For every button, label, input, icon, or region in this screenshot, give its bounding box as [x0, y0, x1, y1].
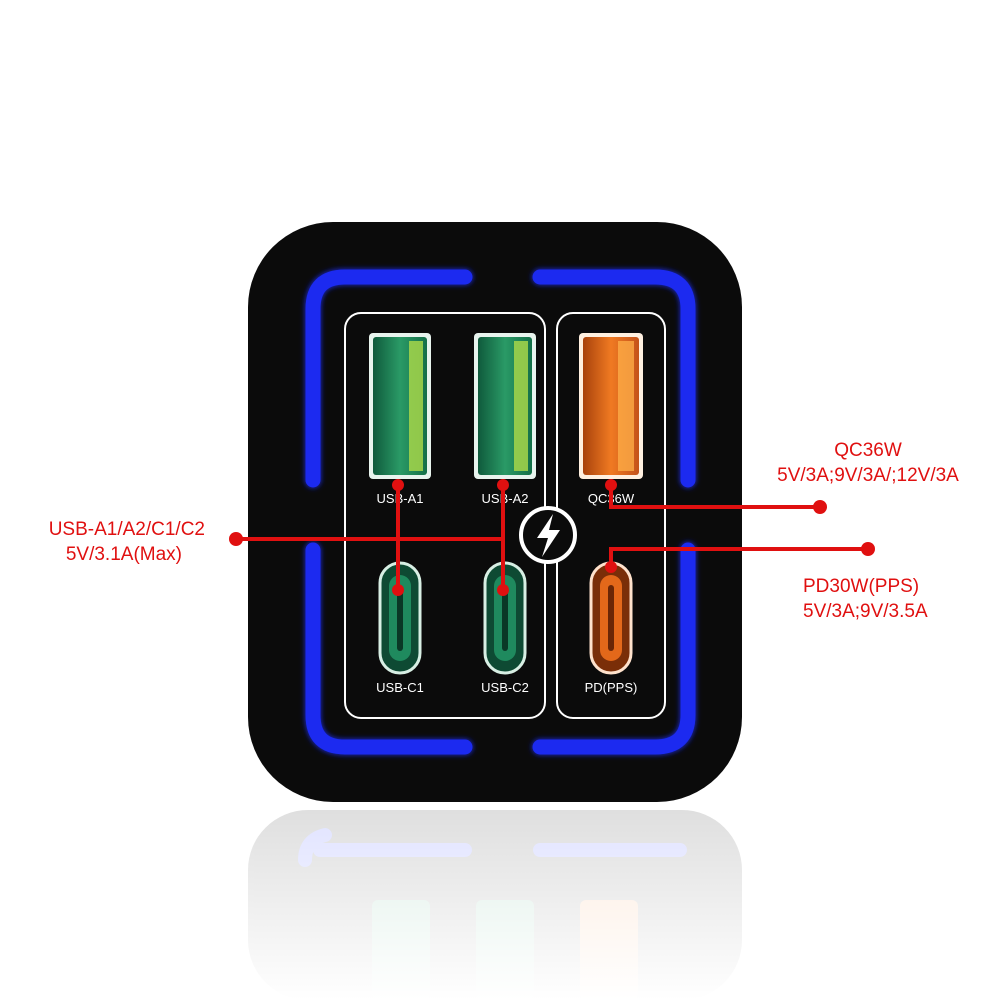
usb-a1-port[interactable] [369, 333, 431, 479]
pd-port[interactable] [589, 561, 633, 675]
charger-body [248, 222, 742, 802]
lightning-bolt-icon [519, 506, 577, 564]
usb-c2-port[interactable] [483, 561, 527, 675]
callout-usb-title: USB-A1/A2/C1/C2 [49, 519, 205, 540]
callout-qc-spec: 5V/3A;9V/3A/;12V/3A [777, 465, 959, 486]
callout-pd-spec: 5V/3A;9V/3.5A [803, 601, 928, 622]
qc-port[interactable] [579, 333, 643, 479]
callout-usb-spec: 5V/3.1A(Max) [66, 544, 182, 565]
callout-qc-title: QC36W [834, 440, 902, 461]
pd-label: PD(PPS) [585, 680, 638, 695]
callout-pd-title: PD30W(PPS) [803, 576, 919, 597]
callout-lines [236, 485, 868, 590]
usb-a2-port[interactable] [474, 333, 536, 479]
usb-c2-label: USB-C2 [481, 680, 529, 695]
callout-dots [229, 479, 875, 596]
usb-c1-label: USB-C1 [376, 680, 424, 695]
led-light-strips [305, 269, 696, 755]
